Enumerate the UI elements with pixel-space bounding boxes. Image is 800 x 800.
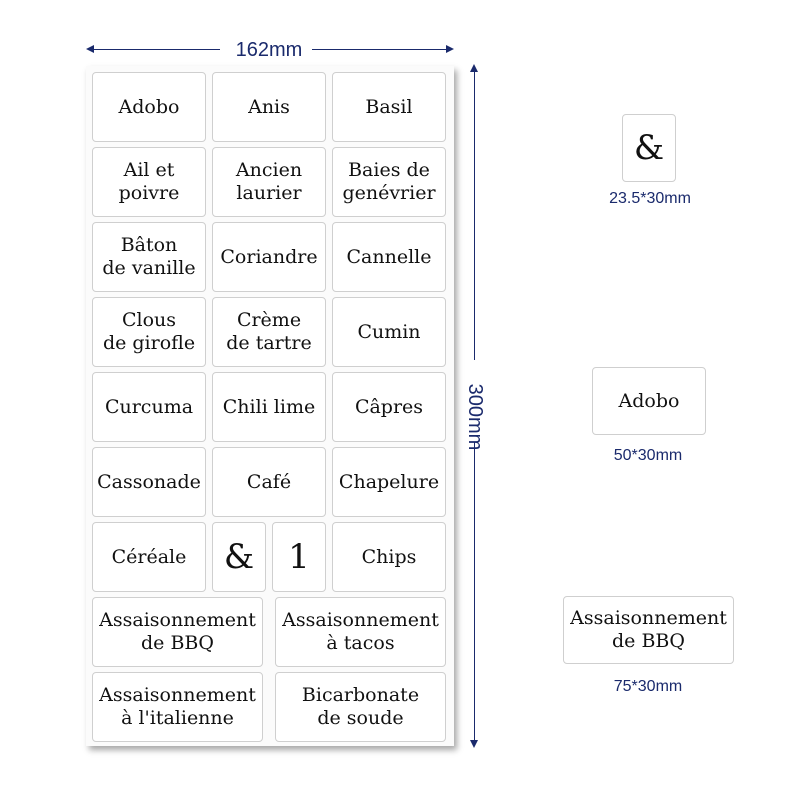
width-label: 162mm: [235, 39, 303, 61]
dimension-line: [312, 49, 450, 50]
sticker: Câpres: [332, 372, 446, 442]
sample-sticker-small: &: [622, 114, 676, 182]
sticker-wide: Bicarbonate de soude: [275, 672, 446, 742]
sticker: Céréale: [92, 522, 206, 592]
sticker: Cassonade: [92, 447, 206, 517]
sticker-wide: Assaisonnement à tacos: [275, 597, 446, 667]
sample-size-label: 50*30mm: [613, 447, 683, 464]
sticker: Bâton de vanille: [92, 222, 206, 292]
sticker: Clous de girofle: [92, 297, 206, 367]
dimension-line: [90, 49, 220, 50]
sticker: Café: [212, 447, 326, 517]
sticker: Chili lime: [212, 372, 326, 442]
width-dimension: 162mm: [86, 38, 454, 62]
sample-sticker-large: Assaisonnement de BBQ: [563, 596, 734, 664]
arrow-down-icon: [470, 740, 478, 748]
sticker: Anis: [212, 72, 326, 142]
sticker-ampersand: &: [212, 522, 266, 592]
height-dimension: 300mm: [462, 64, 488, 748]
sticker: Basil: [332, 72, 446, 142]
height-label: 300mm: [464, 383, 486, 451]
arrow-up-icon: [470, 64, 478, 72]
dimension-line: [474, 442, 475, 742]
sticker: Chapelure: [332, 447, 446, 517]
sample-size-label: 75*30mm: [613, 678, 683, 695]
sticker: Baies de genévrier: [332, 147, 446, 217]
sticker: Curcuma: [92, 372, 206, 442]
sticker: Crème de tartre: [212, 297, 326, 367]
sticker: Coriandre: [212, 222, 326, 292]
dimension-line: [474, 70, 475, 360]
sticker: Cumin: [332, 297, 446, 367]
sample-size-label: 23.5*30mm: [609, 190, 691, 207]
sticker: Ail et poivre: [92, 147, 206, 217]
sticker: Cannelle: [332, 222, 446, 292]
sticker: Chips: [332, 522, 446, 592]
sticker-wide: Assaisonnement de BBQ: [92, 597, 263, 667]
sample-sticker-medium: Adobo: [592, 367, 706, 435]
sticker: Adobo: [92, 72, 206, 142]
arrow-right-icon: [446, 45, 454, 53]
sticker-sheet: Adobo Anis Basil Ail et poivre Ancien la…: [86, 66, 454, 746]
sticker-wide: Assaisonnement à l'italienne: [92, 672, 263, 742]
sticker: Ancien laurier: [212, 147, 326, 217]
sticker-number: 1: [272, 522, 326, 592]
